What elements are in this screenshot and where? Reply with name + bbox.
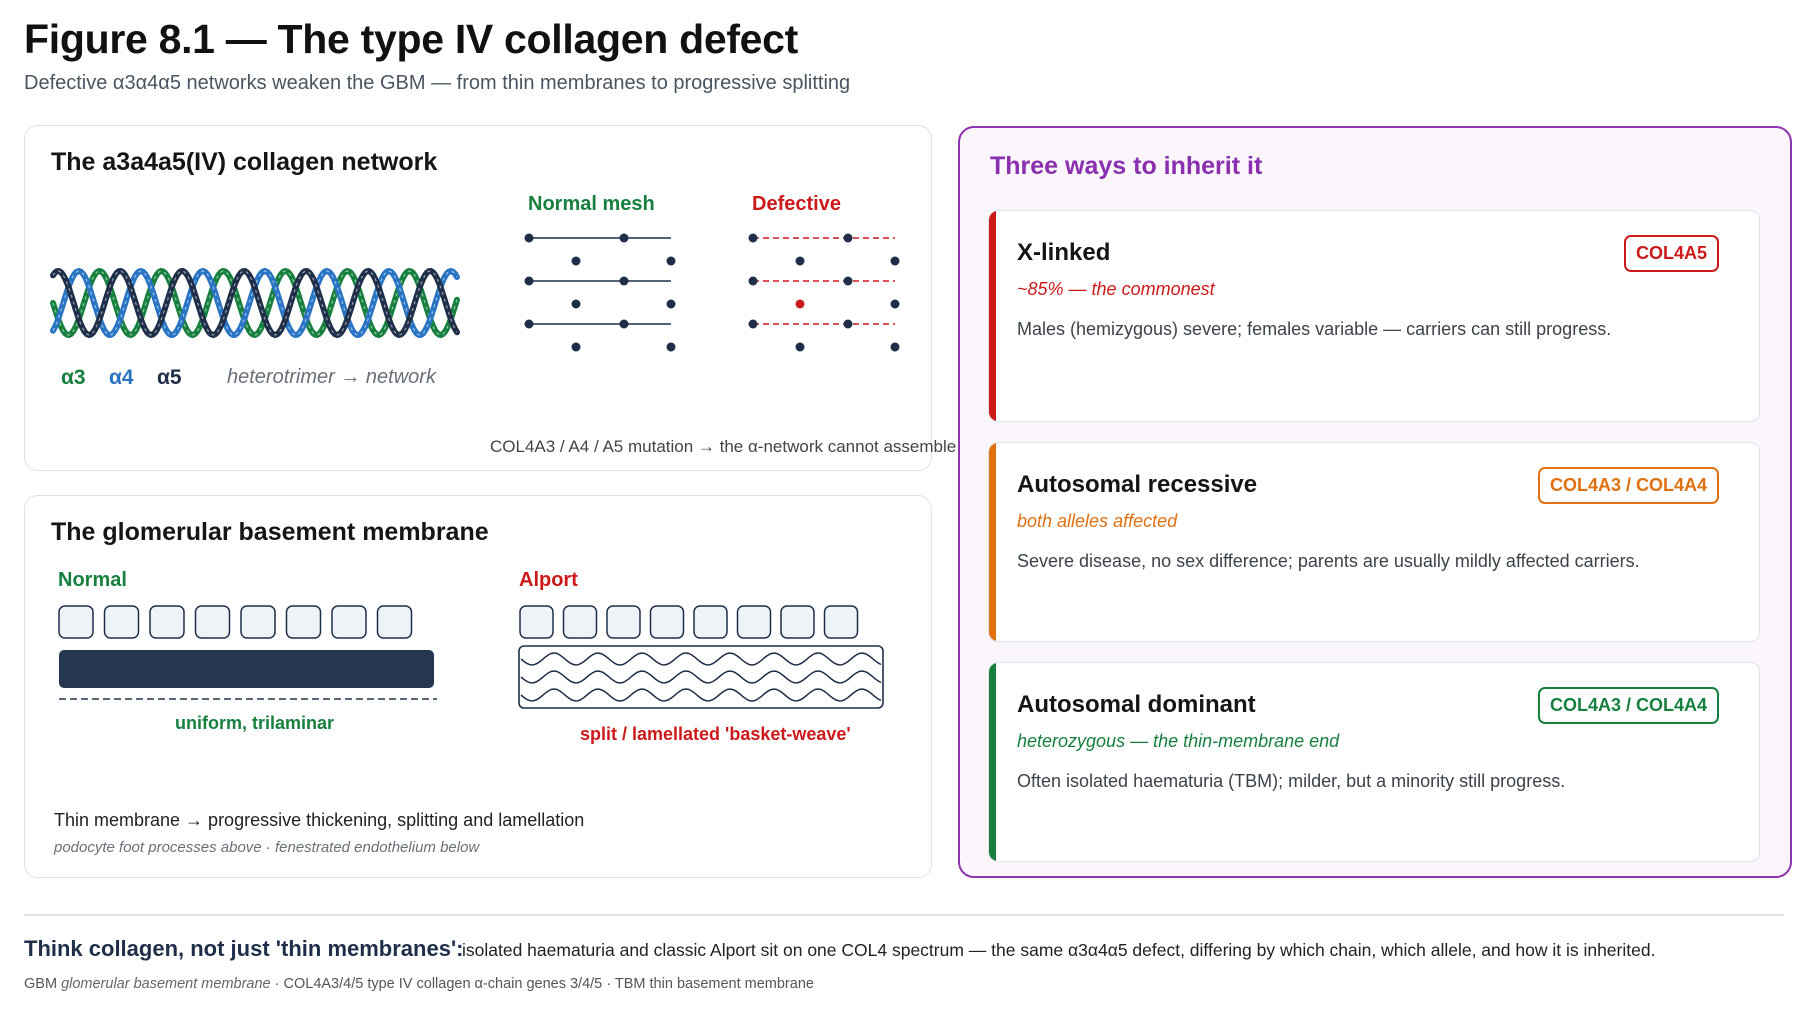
mesh-node: [843, 233, 853, 243]
glossary-term: GBM: [24, 976, 58, 992]
glossary-definition: glomerular basement membrane: [61, 976, 271, 992]
helix-strand-a5: [50, 268, 460, 339]
gbm-orientation-note: podocyte foot processes above · fenestra…: [54, 839, 480, 856]
figure-subtitle: Defective α3α4α5 networks weaken the GBM…: [24, 72, 851, 94]
mesh-node: [795, 342, 805, 352]
mode-description: Males (hemizygous) severe; females varia…: [1017, 319, 1612, 339]
gbm-alport-caption: split / lamellated 'basket-weave': [580, 724, 851, 744]
normal-mesh-label: Normal mesh: [528, 193, 655, 215]
inheritance-panel-title: Three ways to inherit it: [990, 152, 1263, 180]
lamellation-wave: [520, 670, 882, 684]
mesh-node: [666, 299, 676, 309]
mode-tagline: both alleles affected: [1017, 511, 1178, 531]
mode-description: Often isolated haematuria (TBM); milder,…: [1017, 771, 1566, 791]
chain-label-a3: α3: [61, 366, 86, 389]
mesh-node: [843, 319, 853, 329]
helix-caption: heterotrimer → network: [227, 366, 436, 388]
mesh-node: [890, 299, 900, 309]
podocyte-foot-process: [606, 605, 641, 639]
podocyte-foot-process: [376, 605, 413, 639]
podocyte-foot-process: [58, 605, 94, 639]
mode-tagline: heterozygous — the thin-membrane end: [1017, 731, 1340, 751]
glossary-term: COL4A3/4/5: [283, 976, 364, 992]
glossary-definition: thin basement membrane: [649, 976, 814, 992]
defective-mesh-node: [795, 299, 805, 309]
mesh-node: [571, 342, 581, 352]
podocyte-foot-process: [519, 605, 554, 639]
chain-label-a5: α5: [157, 366, 182, 389]
gbm-panel-title: The glomerular basement membrane: [51, 518, 489, 546]
podocyte-foot-process: [736, 605, 772, 639]
defective-mesh-label: Defective: [752, 193, 841, 215]
mode-accent-bar: [989, 211, 996, 421]
helix-strand-texture: [52, 270, 458, 336]
podocyte-foot-process: [649, 605, 685, 639]
mesh-node: [619, 276, 629, 286]
mesh-node: [524, 319, 534, 329]
takeaway-body: isolated haematuria and classic Alport s…: [462, 940, 1656, 960]
mesh-node: [571, 299, 581, 309]
podocyte-foot-process: [780, 605, 815, 639]
mode-title: Autosomal recessive: [1017, 471, 1258, 498]
mesh-node: [748, 319, 758, 329]
chain-label-a4: α4: [109, 366, 134, 389]
mesh-node: [890, 256, 900, 266]
mutation-footnote: COL4A3 / A4 / A5 mutation → the α-networ…: [490, 437, 957, 456]
mesh-node: [619, 319, 629, 329]
podocyte-foot-process: [823, 605, 859, 639]
normal-gbm-layer: [59, 650, 434, 688]
mesh-node: [666, 342, 676, 352]
mesh-node: [666, 256, 676, 266]
mesh-node: [524, 276, 534, 286]
gbm-progression-text: Thin membrane → progressive thickening, …: [54, 810, 585, 830]
podocyte-foot-process: [331, 605, 367, 639]
mode-card-autosomal-dominant: Autosomal dominant COL4A3 / COL4A4 heter…: [988, 662, 1760, 862]
mesh-node: [748, 233, 758, 243]
mode-card-autosomal-recessive: Autosomal recessive COL4A3 / COL4A4 both…: [988, 442, 1760, 642]
alport-gbm-layer: [518, 645, 884, 709]
podocyte-foot-process: [194, 605, 231, 639]
podocyte-foot-process: [240, 605, 276, 639]
podocyte-foot-process: [693, 605, 728, 639]
collagen-network-illustration: [50, 233, 900, 352]
lamellation-wave: [520, 688, 882, 702]
mode-accent-bar: [989, 663, 996, 861]
glossary-definition: type IV collagen α-chain genes 3/4/5: [367, 976, 603, 992]
mesh-node: [619, 233, 629, 243]
podocyte-foot-process: [149, 605, 185, 639]
gbm-alport-label: Alport: [519, 569, 578, 591]
mode-description: Severe disease, no sex difference; paren…: [1017, 551, 1640, 571]
inheritance-panel: Three ways to inherit it X-linked COL4A5…: [958, 126, 1792, 878]
mode-title: Autosomal dominant: [1017, 691, 1256, 718]
gene-badge: COL4A3 / COL4A4: [1537, 467, 1719, 504]
mesh-node: [843, 276, 853, 286]
mode-accent-bar: [989, 443, 996, 641]
network-panel-title: The a3a4a5(IV) collagen network: [51, 148, 438, 176]
mode-tagline: ~85% — the commonest: [1017, 279, 1215, 299]
collagen-network-panel: The a3a4a5(IV) collagen network α3 α4 α5…: [24, 125, 956, 471]
gbm-panel: The glomerular basement membrane Normal …: [24, 495, 932, 878]
podocyte-foot-process: [285, 605, 322, 639]
mesh-node: [795, 256, 805, 266]
gene-badge: COL4A5: [1623, 235, 1719, 272]
figure-title: Figure 8.1 — The type IV collagen defect: [24, 16, 799, 62]
glossary-term: TBM: [614, 976, 646, 992]
gene-badge: COL4A3 / COL4A4: [1537, 687, 1719, 724]
footer-divider: [24, 914, 1784, 916]
mesh-node: [748, 276, 758, 286]
takeaway-lead: Think collagen, not just 'thin membranes…: [24, 936, 464, 961]
glossary: GBM glomerular basement membrane · COL4A…: [24, 976, 814, 992]
gbm-normal-label: Normal: [58, 569, 127, 591]
mode-title: X-linked: [1017, 239, 1111, 266]
gbm-illustration: [58, 605, 884, 709]
gbm-normal-caption: uniform, trilaminar: [175, 713, 335, 733]
mode-card-x-linked: X-linked COL4A5 ~85% — the commonest Mal…: [988, 210, 1760, 422]
podocyte-foot-process: [103, 605, 140, 639]
lamellation-wave: [520, 652, 882, 666]
mesh-node: [890, 342, 900, 352]
mesh-node: [571, 256, 581, 266]
podocyte-foot-process: [562, 605, 598, 639]
mesh-node: [524, 233, 534, 243]
